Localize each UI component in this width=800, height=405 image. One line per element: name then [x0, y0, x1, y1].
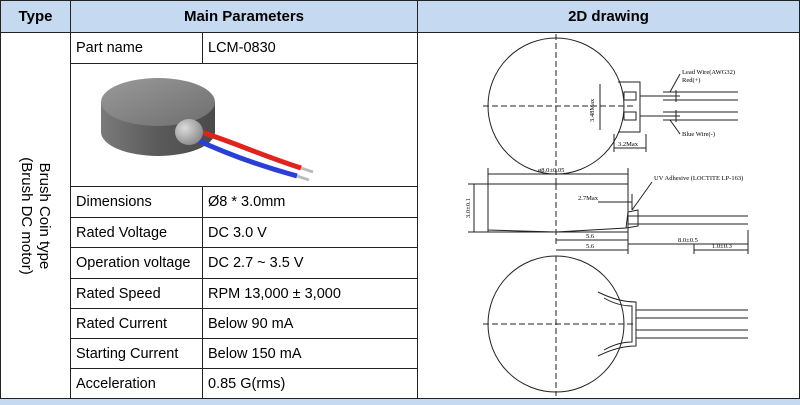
type-line2: (Brush DC motor)	[18, 157, 35, 275]
label-blue: Blue Wire(-)	[682, 131, 715, 138]
param-label-dimensions: Dimensions	[76, 194, 152, 210]
param-value-rated-current: Below 90 mA	[208, 315, 294, 332]
param-label-rated-speed: Rated Speed	[76, 285, 161, 302]
param-label-part-name: Part name	[76, 40, 143, 56]
type-label: Brush Coin type (Brush DC motor)	[17, 157, 53, 275]
param-value-rated-voltage: DC 3.0 V	[208, 224, 267, 241]
footer-bar	[0, 399, 800, 405]
side-view-body	[487, 184, 639, 233]
param-value-rated-speed: RPM 13,000 ± 3,000	[208, 285, 341, 302]
param-label-operation-voltage: Operation voltage	[76, 255, 191, 271]
label-56b: 5.6	[586, 243, 595, 250]
label-30: 3.0±0.1	[465, 198, 472, 218]
param-label-starting-current: Starting Current	[76, 345, 179, 362]
motor-image	[101, 78, 314, 182]
label-phi8: ø8.0±0.05	[538, 167, 564, 174]
label-10: 1.0±0.3	[712, 243, 732, 250]
param-value-acceleration: 0.85 G(rms)	[208, 375, 286, 392]
label-56a: 5.6	[586, 233, 595, 240]
header-type: Type	[0, 0, 71, 33]
type-cell: Brush Coin type (Brush DC motor)	[0, 33, 70, 399]
param-label-rated-current: Rated Current	[76, 315, 168, 332]
label-80: 8.0±0.5	[678, 237, 698, 244]
param-value-starting-current: Below 150 mA	[208, 345, 302, 362]
param-value-part-name: LCM-0830	[208, 40, 276, 56]
param-value-dimensions: Ø8 * 3.0mm	[208, 194, 286, 210]
header-2d-drawing: 2D drawing	[417, 0, 800, 33]
label-27max: 2.7Max	[578, 195, 599, 202]
label-lead-wire: Lead Wire(AWG32)	[682, 69, 735, 76]
param-label-rated-voltage: Rated Voltage	[76, 224, 168, 241]
header-main-parameters: Main Parameters	[70, 0, 418, 33]
label-348max: 3.48Max	[589, 98, 596, 122]
type-line1: Brush Coin type	[36, 162, 53, 270]
param-label-acceleration: Acceleration	[76, 375, 156, 392]
label-32max: 3.2Max	[618, 141, 639, 148]
technical-drawing: Lead Wire(AWG32) Red(+) Blue Wire(-) 3.4…	[465, 34, 749, 396]
param-value-operation-voltage: DC 2.7 ~ 3.5 V	[208, 255, 304, 271]
label-uv: UV Adhesive (LOCTITE LP-163)	[654, 175, 743, 182]
label-red: Red(+)	[682, 77, 700, 84]
